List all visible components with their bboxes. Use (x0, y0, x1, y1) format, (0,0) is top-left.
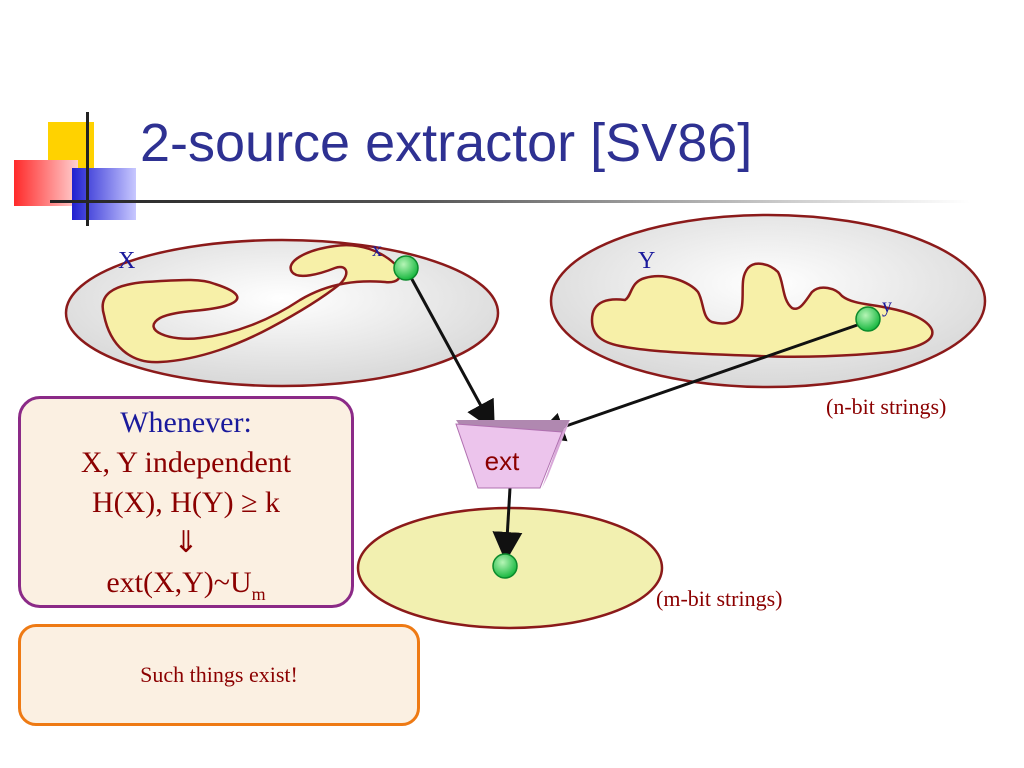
logo-blue-square (72, 168, 136, 220)
condition-entropy: H(X), H(Y) ≥ k (91, 486, 281, 519)
sample-x-label: x (372, 239, 382, 261)
slide-title: 2-source extractor [SV86] (140, 113, 753, 173)
input-space-label: (n-bit strings) (826, 394, 946, 419)
logo-red-square (14, 160, 78, 206)
ext-box (455, 423, 563, 489)
condition-heading: Whenever: (120, 406, 252, 439)
source-x-label: X (118, 248, 135, 274)
title-underline (50, 200, 970, 203)
sample-x-point (393, 255, 419, 281)
output-point (492, 553, 518, 579)
source-y-blob (590, 262, 934, 359)
logo-vertical-line (86, 112, 89, 226)
condition-independence: X, Y independent (80, 446, 292, 479)
condition-result-text: ext(X,Y)~U (106, 566, 252, 599)
condition-result-subscript: m (251, 584, 266, 604)
sample-y-label: y (882, 295, 892, 317)
callout-box: Such things exist! (18, 624, 420, 726)
condition-box: Whenever: X, Y independent H(X), H(Y) ≥ … (18, 396, 354, 608)
source-y-label: Y (638, 248, 655, 274)
ext-label: ext (485, 446, 520, 476)
output-space-label: (m-bit strings) (656, 586, 783, 611)
arrow-x-to-ext (406, 271, 495, 432)
arrow-y-to-ext (534, 320, 867, 442)
sample-y-point (855, 306, 881, 332)
implies-arrow: ⇓ (173, 526, 199, 559)
arrow-ext-to-output (492, 487, 523, 562)
callout-text: Such things exist! (140, 662, 298, 687)
source-x-blob (101, 243, 402, 364)
ext-box-side (542, 420, 570, 488)
condition-result: ext(X,Y)~Um (21, 563, 351, 614)
